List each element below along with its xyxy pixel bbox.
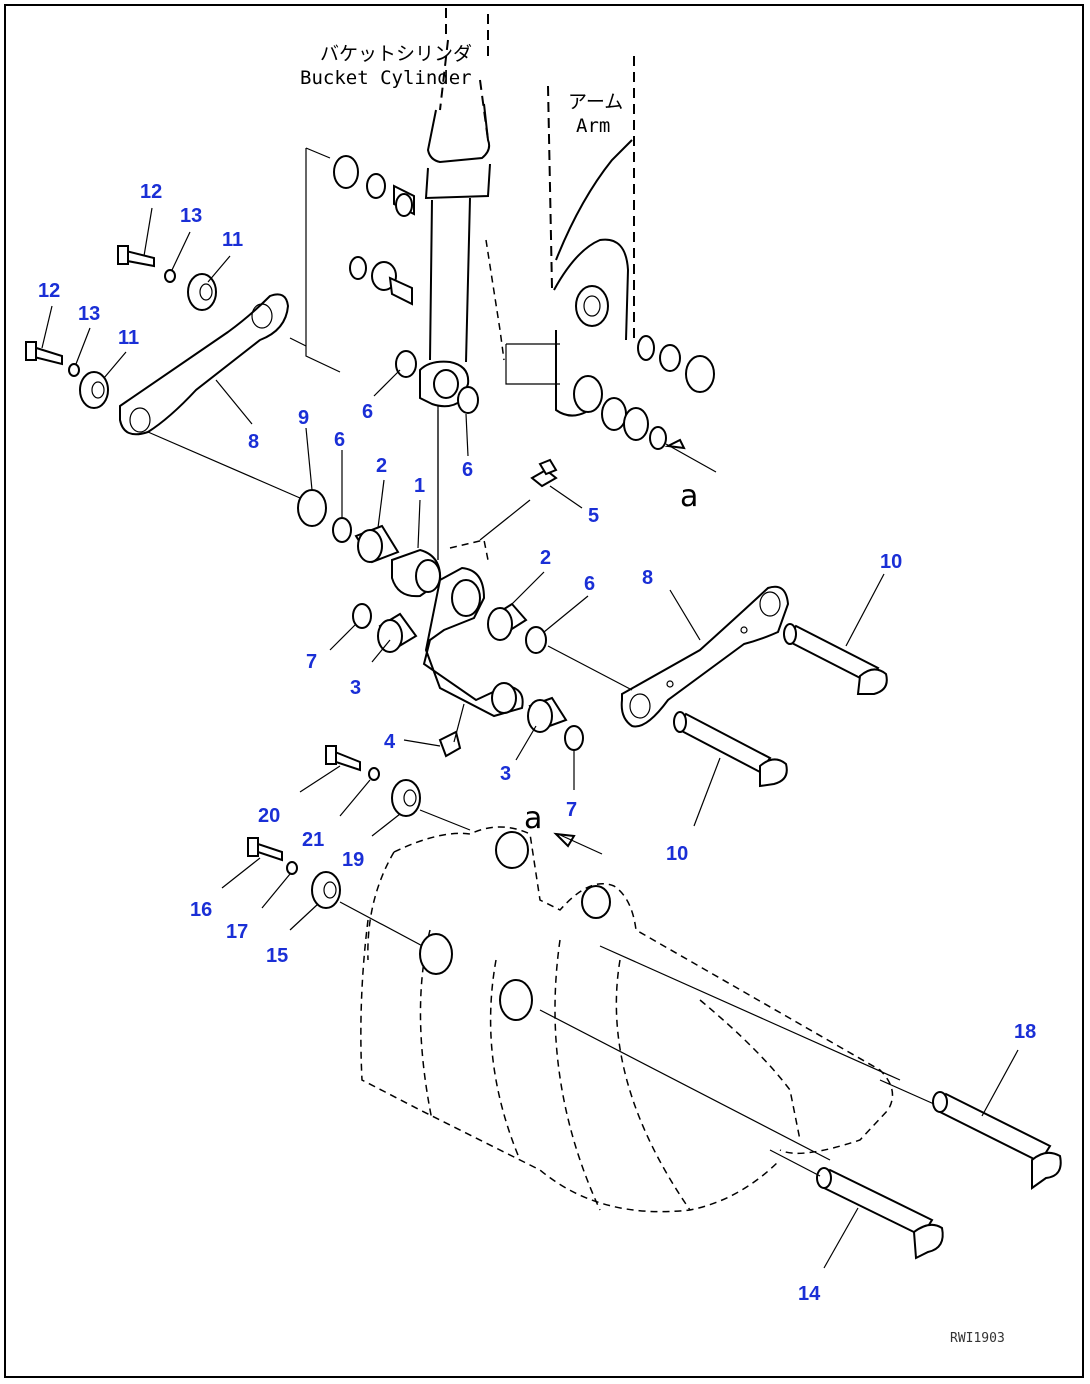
link-right-8: [547, 585, 790, 728]
callout-17: 17: [226, 921, 248, 943]
arm-label-en: Arm: [576, 115, 610, 137]
callout-8: 8: [248, 431, 259, 453]
callout-12: 12: [38, 280, 60, 302]
callout-16: 16: [190, 899, 212, 921]
bolt-set-upper: [25, 245, 217, 409]
pin-18: [879, 1079, 1062, 1190]
callout-6: 6: [462, 459, 473, 481]
pin-14: [769, 1149, 944, 1260]
drawing-frame: [4, 4, 1084, 1378]
callout-18: 18: [1014, 1021, 1036, 1043]
bucket-cylinder-label-jp: バケットシリンダ: [320, 43, 472, 65]
callout-3: 3: [500, 763, 511, 785]
pin-10-upper: [783, 623, 888, 695]
callout-7: 7: [306, 651, 317, 673]
callout-12: 12: [140, 181, 162, 203]
leader-lines: [41, 207, 1019, 1269]
callout-15: 15: [266, 945, 288, 967]
arm-label-jp: アーム: [568, 91, 623, 113]
callout-8: 8: [642, 567, 653, 589]
callout-11: 11: [118, 327, 139, 349]
callout-10: 10: [666, 843, 688, 865]
callout-3: 3: [350, 677, 361, 699]
view-mark-a-top: a: [680, 479, 698, 514]
callout-7: 7: [566, 799, 577, 821]
view-mark-a-bottom: a: [524, 801, 542, 836]
callout-6: 6: [584, 573, 595, 595]
bucket-link-1: [391, 410, 531, 718]
pin-10-lower: [673, 711, 788, 788]
link-left-8: [119, 293, 307, 499]
callout-10: 10: [880, 551, 902, 573]
callout-5: 5: [588, 505, 599, 527]
bucket-cylinder-label-en: Bucket Cylinder: [300, 67, 472, 89]
bolt-set-lower: [247, 745, 471, 951]
callout-14: 14: [798, 1283, 821, 1305]
callout-20: 20: [258, 805, 280, 827]
washers: [297, 350, 584, 751]
arm-pin-rings: [305, 147, 717, 473]
callout-numbers: 12 13 11 12 13 11 8 9 6 6 6 2 1 5 2 6 8 …: [38, 181, 1036, 1305]
arm-outline: [505, 56, 635, 417]
view-arrows: [553, 832, 603, 855]
callout-13: 13: [78, 303, 100, 325]
bucket-cylinder: [419, 8, 505, 560]
callout-19: 19: [342, 849, 364, 871]
callout-6: 6: [362, 401, 373, 423]
bucket-outline: [360, 826, 901, 1213]
callout-6: 6: [334, 429, 345, 451]
drawing-code: RWI1903: [950, 1331, 1005, 1346]
callout-11: 11: [222, 229, 243, 251]
callout-13: 13: [180, 205, 202, 227]
callout-2: 2: [376, 455, 387, 477]
grease-fittings: [438, 458, 558, 758]
callout-1: 1: [414, 475, 425, 497]
callout-9: 9: [298, 407, 309, 429]
bushings: [354, 524, 568, 733]
callout-4: 4: [384, 731, 396, 753]
callout-21: 21: [302, 829, 324, 851]
callout-2: 2: [540, 547, 551, 569]
